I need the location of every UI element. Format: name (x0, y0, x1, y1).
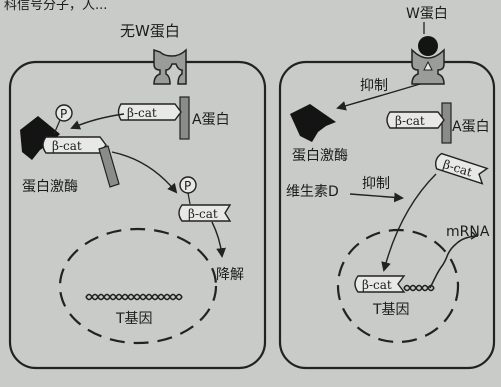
w-protein-ball (418, 36, 438, 56)
left-beta-cat-phospho (178, 204, 232, 222)
left-phospho-label-1: P (60, 107, 67, 121)
right-kinase-shape (290, 104, 336, 142)
left-phospho-label-2: P (184, 179, 191, 193)
right-inhibit-arrow-2 (349, 192, 404, 203)
left-beta-cat-phospho-label: β-cat (188, 207, 218, 221)
right-inhibit-arrow-1 (336, 83, 421, 111)
left-degrade-label: 降解 (216, 267, 244, 283)
vitamin-d-label: 维生素D (286, 184, 339, 200)
left-phospho-circle-1 (55, 104, 73, 122)
right-receptor-notch (423, 60, 433, 71)
left-condition-label: 无W蛋白 (120, 22, 180, 40)
left-a-protein-label: A蛋白 (192, 112, 230, 128)
top-cropped-text: 科信号分子，人... (4, 0, 107, 13)
right-nucleus (336, 228, 460, 344)
right-kinase-label: 蛋白激酶 (292, 147, 348, 164)
left-degrade-arrow (211, 221, 227, 258)
left-arrow-to-phospho-beta (111, 151, 178, 194)
left-a-protein-bar (179, 96, 190, 140)
right-arrow-beta-to-nucleus (381, 173, 437, 272)
right-cell: W蛋白 抑制 蛋白激酶 β-cat A蛋白 β-cat 维生素D 抑制 β-ca… (278, 6, 496, 370)
left-kinase-label: 蛋白激酶 (22, 178, 78, 195)
left-receptor (153, 48, 187, 85)
left-arrow-to-kinase (70, 113, 125, 130)
left-a-protein-bar-2 (98, 145, 120, 188)
left-cell-membrane (8, 60, 267, 370)
mrna-label: mRNA (446, 224, 490, 240)
right-a-protein-label: A蛋白 (452, 119, 490, 135)
left-nucleus (58, 227, 218, 345)
left-beta-cat-top (117, 103, 182, 121)
left-phospho-link-1 (53, 119, 61, 135)
left-beta-cat-top-label: β-cat (127, 106, 157, 120)
mrna-strand (429, 235, 479, 289)
right-cell-membrane (278, 60, 496, 370)
left-beta-cat-kinase-label: β-cat (52, 139, 82, 153)
right-beta-cat-nucleus (354, 275, 406, 293)
right-a-protein-bar (441, 102, 452, 144)
mrna-arrowhead (470, 231, 477, 240)
right-dna-strand-1 (403, 284, 435, 292)
left-t-gene-label: T基因 (115, 310, 153, 327)
right-t-gene-label: T基因 (372, 301, 410, 318)
right-inhibit-label-1: 抑制 (360, 78, 388, 94)
right-beta-cat-free (435, 152, 489, 185)
left-dna-strand-2 (85, 293, 183, 301)
w-protein-label: W蛋白 (406, 6, 448, 22)
right-inhibit-label-2: 抑制 (362, 176, 390, 192)
right-beta-cat-nucleus-label: β-cat (362, 278, 392, 292)
right-beta-cat-top (386, 111, 445, 129)
right-beta-cat-top-label: β-cat (395, 114, 425, 128)
left-cell: 无W蛋白 β-cat A蛋白 P β-cat 蛋白激酶 P β-cat 降 (8, 22, 267, 370)
left-phospho-link-2 (187, 192, 191, 205)
right-dna-strand-2 (403, 284, 435, 292)
left-kinase-shape (20, 116, 60, 160)
